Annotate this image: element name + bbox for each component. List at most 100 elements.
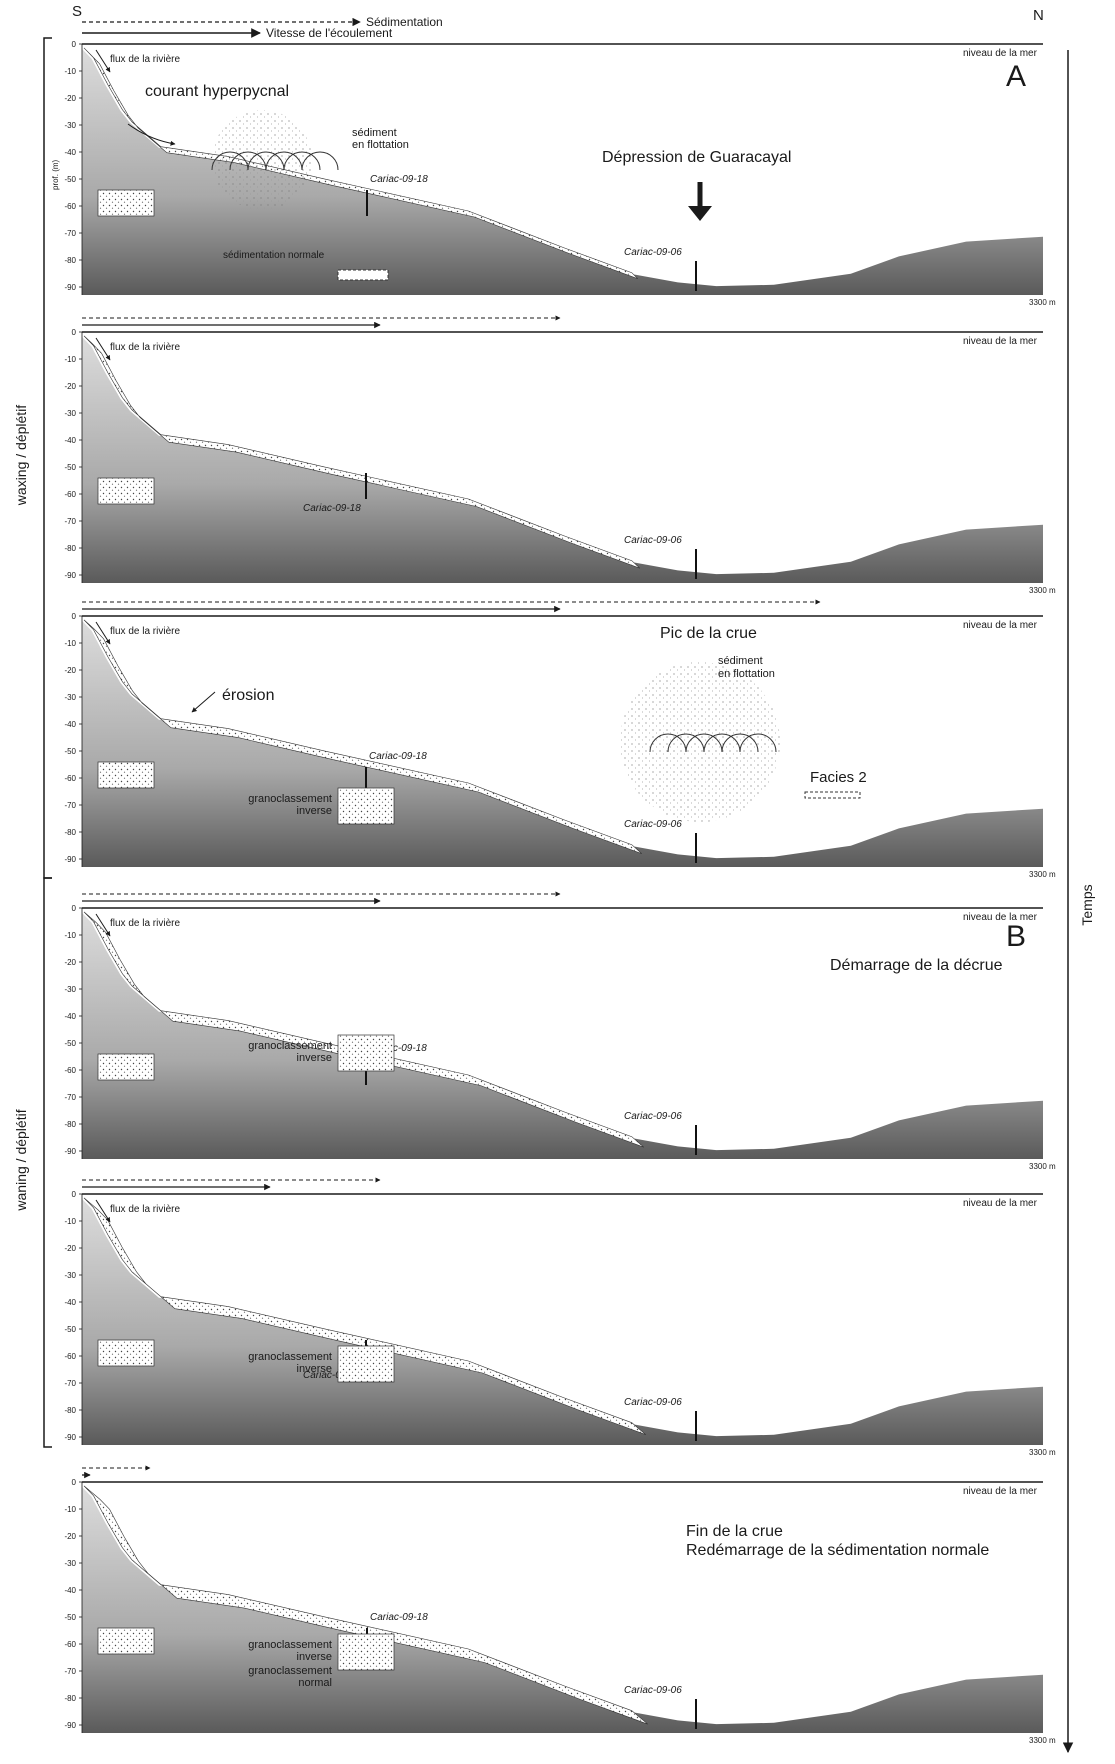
waning-bracket <box>43 877 52 1448</box>
south-label: S <box>72 3 82 20</box>
sediment-layer <box>83 911 644 1148</box>
depth-tick-label: 0 <box>72 328 77 337</box>
depth-tick-label: -90 <box>64 1721 76 1730</box>
depth-tick-label: 0 <box>72 612 77 621</box>
depth-tick-label: 0 <box>72 1190 77 1199</box>
depth-tick-label: -50 <box>64 175 76 184</box>
sediment-log <box>97 189 155 217</box>
plume-arc <box>265 151 303 171</box>
sea-level-label: niveau de la mer <box>963 912 1038 923</box>
depth-tick-label: 0 <box>72 40 77 49</box>
depth-tick-label: -90 <box>64 571 76 580</box>
depth-tick-label: -20 <box>64 666 76 675</box>
inverse-grading-label: granoclassement <box>248 1040 332 1052</box>
panel-title-2: Redémarrage de la sédimentation normale <box>686 1542 989 1559</box>
plume-arc <box>685 733 723 753</box>
core-06-label: Cariac-09-06 <box>624 1397 682 1408</box>
depth-tick-label: -90 <box>64 1433 76 1442</box>
north-label: N <box>1033 7 1044 24</box>
inverse-grading-label-2: inverse <box>297 1052 332 1064</box>
inverse-grading-label-2: inverse <box>297 1651 332 1663</box>
erosion-label: érosion <box>222 687 274 704</box>
sediment-log <box>97 1339 155 1367</box>
depth-tick-label: -40 <box>64 1586 76 1595</box>
grading-log <box>337 1345 395 1383</box>
core-06-label: Cariac-09-06 <box>624 247 682 258</box>
depth-tick-label: -30 <box>64 121 76 130</box>
velocity-label: Vitesse de l'écoulement <box>266 26 393 40</box>
sea-level-label: niveau de la mer <box>963 620 1038 631</box>
panel-title: Fin de la crue <box>686 1523 783 1540</box>
core-06-label: Cariac-09-06 <box>624 1111 682 1122</box>
panel-3: niveau de la mer0-10-20-30-40-50-60-70-8… <box>64 599 1056 879</box>
depth-tick-label: 0 <box>72 1478 77 1487</box>
depth-tick-label: -20 <box>64 94 76 103</box>
depth-tick-label: -80 <box>64 1406 76 1415</box>
normal-grading-label-2: normal <box>298 1677 332 1689</box>
depth-tick-label: -80 <box>64 1694 76 1703</box>
depth-tick-label: -10 <box>64 639 76 648</box>
core-06-label: Cariac-09-06 <box>624 535 682 546</box>
plume-arc <box>703 733 741 753</box>
depth-tick-label: -30 <box>64 693 76 702</box>
depth-tick-label: -90 <box>64 1147 76 1156</box>
erosion-arrow <box>191 691 216 713</box>
seafloor <box>82 912 1043 1159</box>
normal-grading-label: granoclassement <box>248 1665 332 1677</box>
depth-tick-label: -40 <box>64 1298 76 1307</box>
panel-2: niveau de la mer0-10-20-30-40-50-60-70-8… <box>64 315 1056 595</box>
depth-tick-label: -50 <box>64 463 76 472</box>
plume-arc <box>739 733 777 753</box>
depth-tick-label: -90 <box>64 855 76 864</box>
inverse-grading-label: granoclassement <box>248 1639 332 1651</box>
distance-label: 3300 m <box>1029 586 1056 595</box>
sediment-layer <box>83 335 641 569</box>
depression-arrowhead <box>688 206 712 221</box>
depth-tick-label: 0 <box>72 904 77 913</box>
depth-tick-label: -10 <box>64 355 76 364</box>
depth-tick-label: -10 <box>64 931 76 940</box>
waning-label: waning / déplétif <box>13 1109 29 1211</box>
normal-sedimentation-label: sédimentation normale <box>223 250 325 261</box>
suspended-sediment-cloud <box>212 110 312 210</box>
river-flow-arrow <box>95 337 111 361</box>
river-flow-label: flux de la rivière <box>110 54 180 65</box>
depth-tick-label: -30 <box>64 409 76 418</box>
depth-tick-label: -50 <box>64 747 76 756</box>
floating-sediment-label: sédiment <box>352 127 397 139</box>
sea-level-label: niveau de la mer <box>963 1198 1038 1209</box>
floating-sediment-label-2: en flottation <box>352 139 409 151</box>
core-06-label: Cariac-09-06 <box>624 1685 682 1696</box>
facies-log <box>804 791 861 799</box>
depth-tick-label: -10 <box>64 67 76 76</box>
plume-arc <box>247 151 285 171</box>
seafloor <box>82 336 1043 583</box>
seafloor <box>82 1198 1043 1445</box>
depth-tick-label: -50 <box>64 1325 76 1334</box>
depth-tick-label: -50 <box>64 1039 76 1048</box>
panel-title: Pic de la crue <box>660 625 757 642</box>
seafloor <box>82 1486 1043 1733</box>
core-18-label: Cariac-09-18 <box>370 1612 428 1623</box>
depth-tick-label: -80 <box>64 1120 76 1129</box>
depth-tick-label: -80 <box>64 544 76 553</box>
panel-6: niveau de la mer0-10-20-30-40-50-60-70-8… <box>64 1465 1056 1745</box>
depth-tick-label: -70 <box>64 1379 76 1388</box>
depth-tick-label: -20 <box>64 1532 76 1541</box>
panel-title: Démarrage de la décrue <box>830 957 1003 974</box>
inverse-grading-label-2: inverse <box>297 805 332 817</box>
depth-tick-label: -60 <box>64 1640 76 1649</box>
grading-log <box>337 787 395 825</box>
panel-4: niveau de la mer0-10-20-30-40-50-60-70-8… <box>64 891 1056 1171</box>
river-flow-arrow <box>95 1199 111 1223</box>
plume-arc <box>667 733 705 753</box>
core-18-label: Cariac-09-18 <box>369 1043 427 1054</box>
time-label: Temps <box>1079 884 1095 925</box>
inverse-grading-label-2: inverse <box>297 1363 332 1375</box>
sedimentation-label: Sédimentation <box>366 15 443 29</box>
depth-tick-label: -20 <box>64 1244 76 1253</box>
sea-level-label: niveau de la mer <box>963 48 1038 59</box>
depth-tick-label: -50 <box>64 1613 76 1622</box>
facies-label: Facies 2 <box>810 769 867 786</box>
